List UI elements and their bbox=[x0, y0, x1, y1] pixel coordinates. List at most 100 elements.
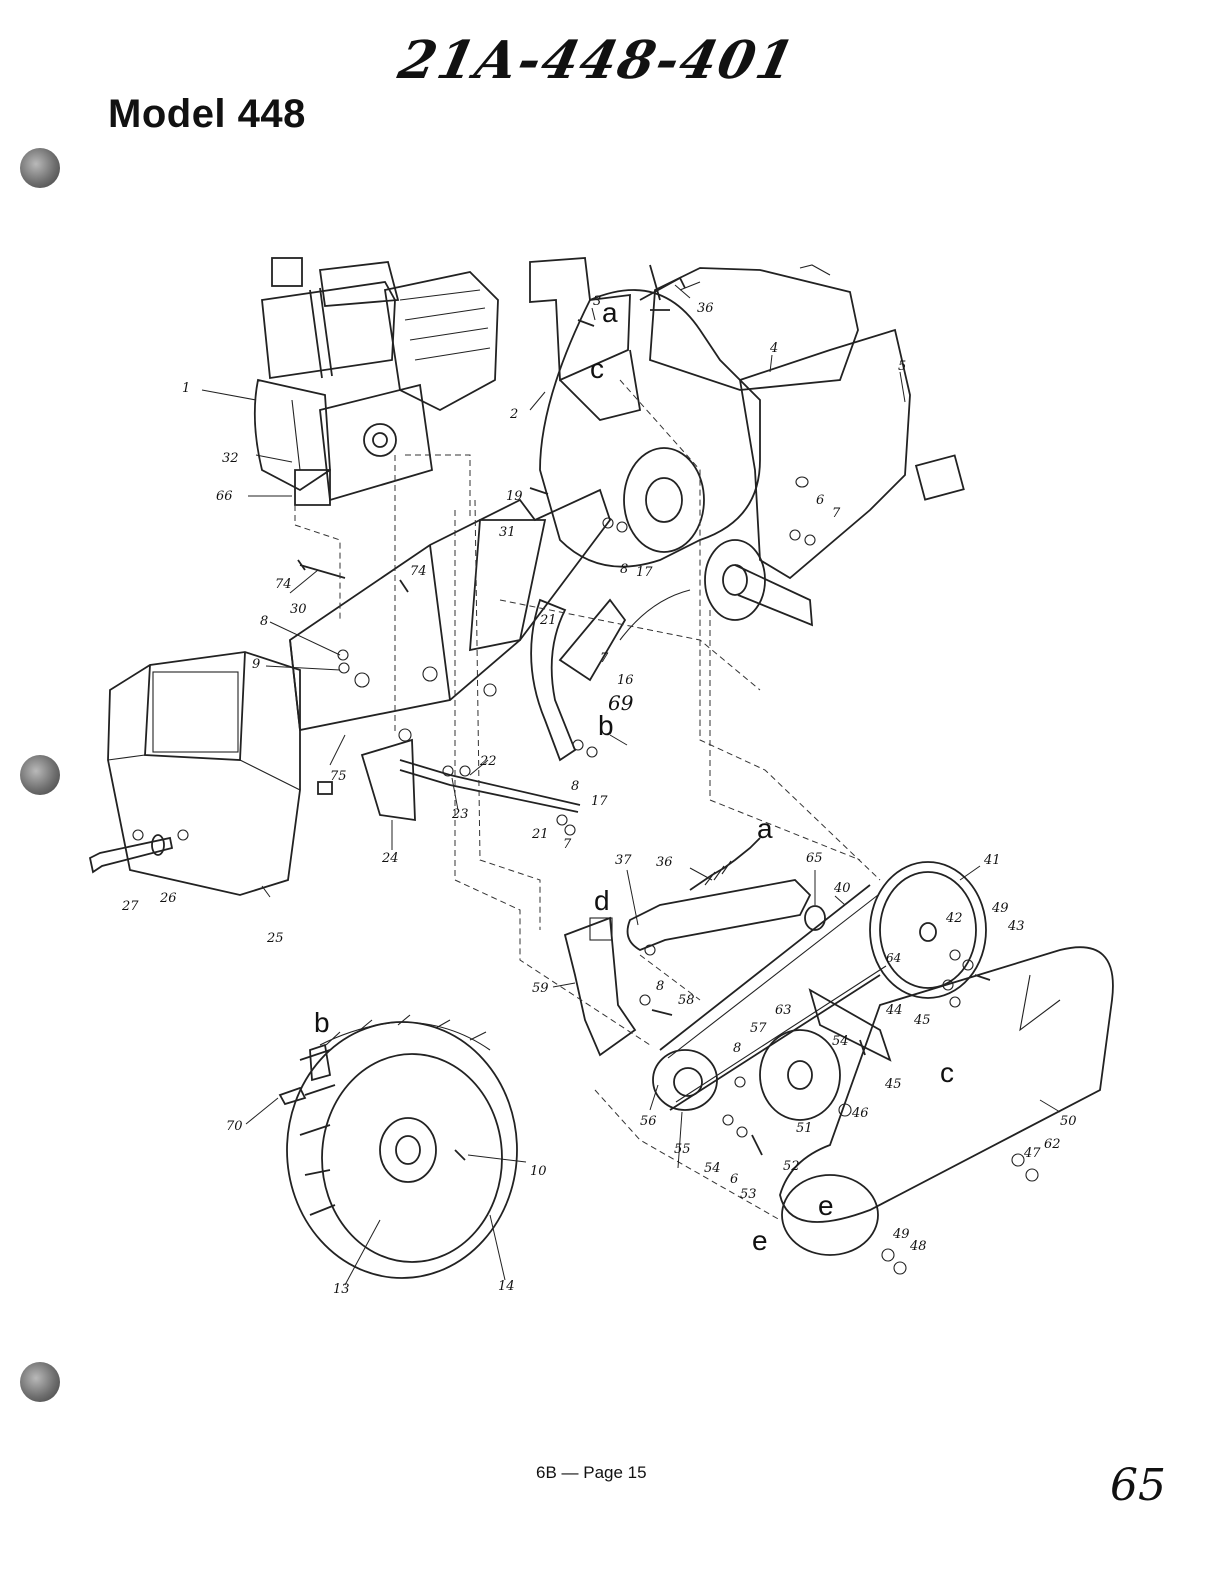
callout-55: 55 bbox=[674, 1142, 691, 1157]
callout-23: 23 bbox=[451, 807, 469, 822]
callout-59: 59 bbox=[532, 981, 549, 996]
callout-16: 16 bbox=[617, 673, 634, 688]
handle-mount-bracket-drawing bbox=[529, 257, 642, 421]
callout-8-idler: 8 bbox=[733, 1041, 741, 1056]
callout-2: 2 bbox=[509, 407, 518, 422]
callout-52: 52 bbox=[783, 1159, 800, 1174]
ref-letter-b-wheel: b bbox=[314, 1007, 330, 1038]
callout-7-depth: 7 bbox=[600, 651, 609, 666]
callout-46: 46 bbox=[851, 1106, 869, 1121]
callout-40: 40 bbox=[833, 881, 851, 896]
callout-5: 5 bbox=[898, 359, 906, 374]
ref-letter-e-bottom: e bbox=[752, 1225, 768, 1256]
callout-24: 24 bbox=[381, 851, 399, 866]
idler-pulley-drawing bbox=[759, 988, 892, 1121]
callout-62: 62 bbox=[1044, 1137, 1061, 1152]
callout-37: 37 bbox=[615, 853, 632, 868]
wheel-tire-drawing bbox=[286, 1014, 518, 1279]
ref-letter-a-lower: a bbox=[757, 813, 773, 844]
callout-56: 56 bbox=[640, 1114, 657, 1129]
callout-48: 48 bbox=[909, 1239, 927, 1254]
transmission-case-drawing bbox=[539, 264, 814, 627]
front-bumper-drawing bbox=[107, 651, 301, 896]
callout-1: 1 bbox=[182, 381, 190, 396]
ref-letter-c-lower: c bbox=[940, 1057, 954, 1088]
callout-36: 36 bbox=[656, 855, 673, 870]
front-bolt-drawing bbox=[88, 834, 174, 874]
page-footer: 6B — Page 15 bbox=[536, 1463, 647, 1482]
reference-letters: a c b a d b c e e bbox=[314, 297, 954, 1256]
callout-41: 41 bbox=[983, 853, 1001, 868]
callout-58: 58 bbox=[678, 993, 695, 1008]
callout-69: 69 bbox=[608, 691, 634, 715]
callout-4: 4 bbox=[769, 341, 778, 356]
ref-letter-c-top: c bbox=[590, 353, 604, 384]
callout-17: 17 bbox=[636, 565, 653, 580]
callout-51: 51 bbox=[796, 1121, 813, 1136]
callout-47: 47 bbox=[1023, 1146, 1041, 1161]
callout-21: 21 bbox=[539, 613, 557, 628]
callout-26: 26 bbox=[159, 891, 177, 906]
callout-43: 43 bbox=[1007, 919, 1025, 934]
binder-hole-middle bbox=[20, 755, 60, 795]
callout-57: 57 bbox=[750, 1021, 767, 1036]
ref-letter-b-top: b bbox=[598, 710, 614, 741]
callout-53: 53 bbox=[740, 1187, 757, 1202]
callout-21-lower: 21 bbox=[531, 827, 549, 842]
assembly-lines bbox=[294, 379, 881, 1221]
callout-8-lower: 8 bbox=[571, 779, 579, 794]
hitch-bracket-drawing bbox=[360, 738, 581, 822]
callout-74-right: 74 bbox=[410, 564, 427, 579]
binder-hole-bottom bbox=[20, 1362, 60, 1402]
spacer-drawing bbox=[317, 781, 333, 795]
ref-letter-a-top: a bbox=[602, 297, 618, 328]
callout-54-idler: 54 bbox=[832, 1034, 849, 1049]
callout-50: 50 bbox=[1060, 1114, 1077, 1129]
callout-8: 8 bbox=[620, 562, 628, 577]
callout-17-lower: 17 bbox=[591, 794, 608, 809]
callout-65: 65 bbox=[806, 851, 823, 866]
belt-cover-drawing bbox=[779, 946, 1114, 1256]
handwritten-page-mark: 65 bbox=[1110, 1460, 1166, 1511]
callout-36-top: 36 bbox=[697, 301, 714, 316]
hardware-drawing bbox=[297, 276, 1039, 1275]
callout-31: 31 bbox=[499, 525, 516, 540]
callout-44: 44 bbox=[885, 1003, 903, 1018]
ref-letter-d: d bbox=[594, 885, 610, 916]
callout-25: 25 bbox=[266, 931, 284, 946]
ref-letter-e-cover: e bbox=[818, 1190, 834, 1221]
callout-6-lower: 6 bbox=[730, 1172, 738, 1187]
callout-10: 10 bbox=[530, 1164, 547, 1179]
callout-7-lower: 7 bbox=[563, 837, 572, 852]
callout-74-left: 74 bbox=[275, 577, 292, 592]
callout-6: 6 bbox=[816, 493, 824, 508]
callout-14: 14 bbox=[498, 1279, 515, 1294]
callout-19: 19 bbox=[506, 489, 523, 504]
callout-45-top: 45 bbox=[913, 1013, 931, 1028]
callout-63: 63 bbox=[775, 1003, 792, 1018]
callout-8-frame: 8 bbox=[260, 614, 268, 629]
callout-9: 9 bbox=[252, 657, 260, 672]
callout-27: 27 bbox=[121, 899, 139, 914]
callout-64: 64 bbox=[886, 951, 901, 965]
callout-45: 45 bbox=[884, 1077, 902, 1092]
page-title: Model 448 bbox=[108, 92, 306, 136]
callout-30: 30 bbox=[290, 602, 307, 617]
leader-lines bbox=[201, 284, 1061, 1286]
callout-49-top: 49 bbox=[991, 901, 1009, 916]
callout-22: 22 bbox=[479, 754, 497, 769]
idler-arm-drawing bbox=[626, 837, 826, 951]
pulley-belt-drawing bbox=[652, 861, 987, 1111]
callout-8-bracket: 8 bbox=[656, 979, 664, 994]
clevis-pin-drawing bbox=[278, 1086, 307, 1106]
engine-drawing bbox=[253, 257, 499, 506]
callout-42: 42 bbox=[945, 911, 963, 926]
tine-shield-drawing bbox=[649, 264, 965, 580]
callout-49-bottom: 49 bbox=[892, 1227, 910, 1242]
callout-70: 70 bbox=[226, 1119, 243, 1134]
callout-54: 54 bbox=[704, 1161, 721, 1176]
callout-3: 3 bbox=[593, 294, 601, 309]
bracket-drawing bbox=[563, 916, 637, 1057]
callout-66: 66 bbox=[216, 489, 233, 504]
